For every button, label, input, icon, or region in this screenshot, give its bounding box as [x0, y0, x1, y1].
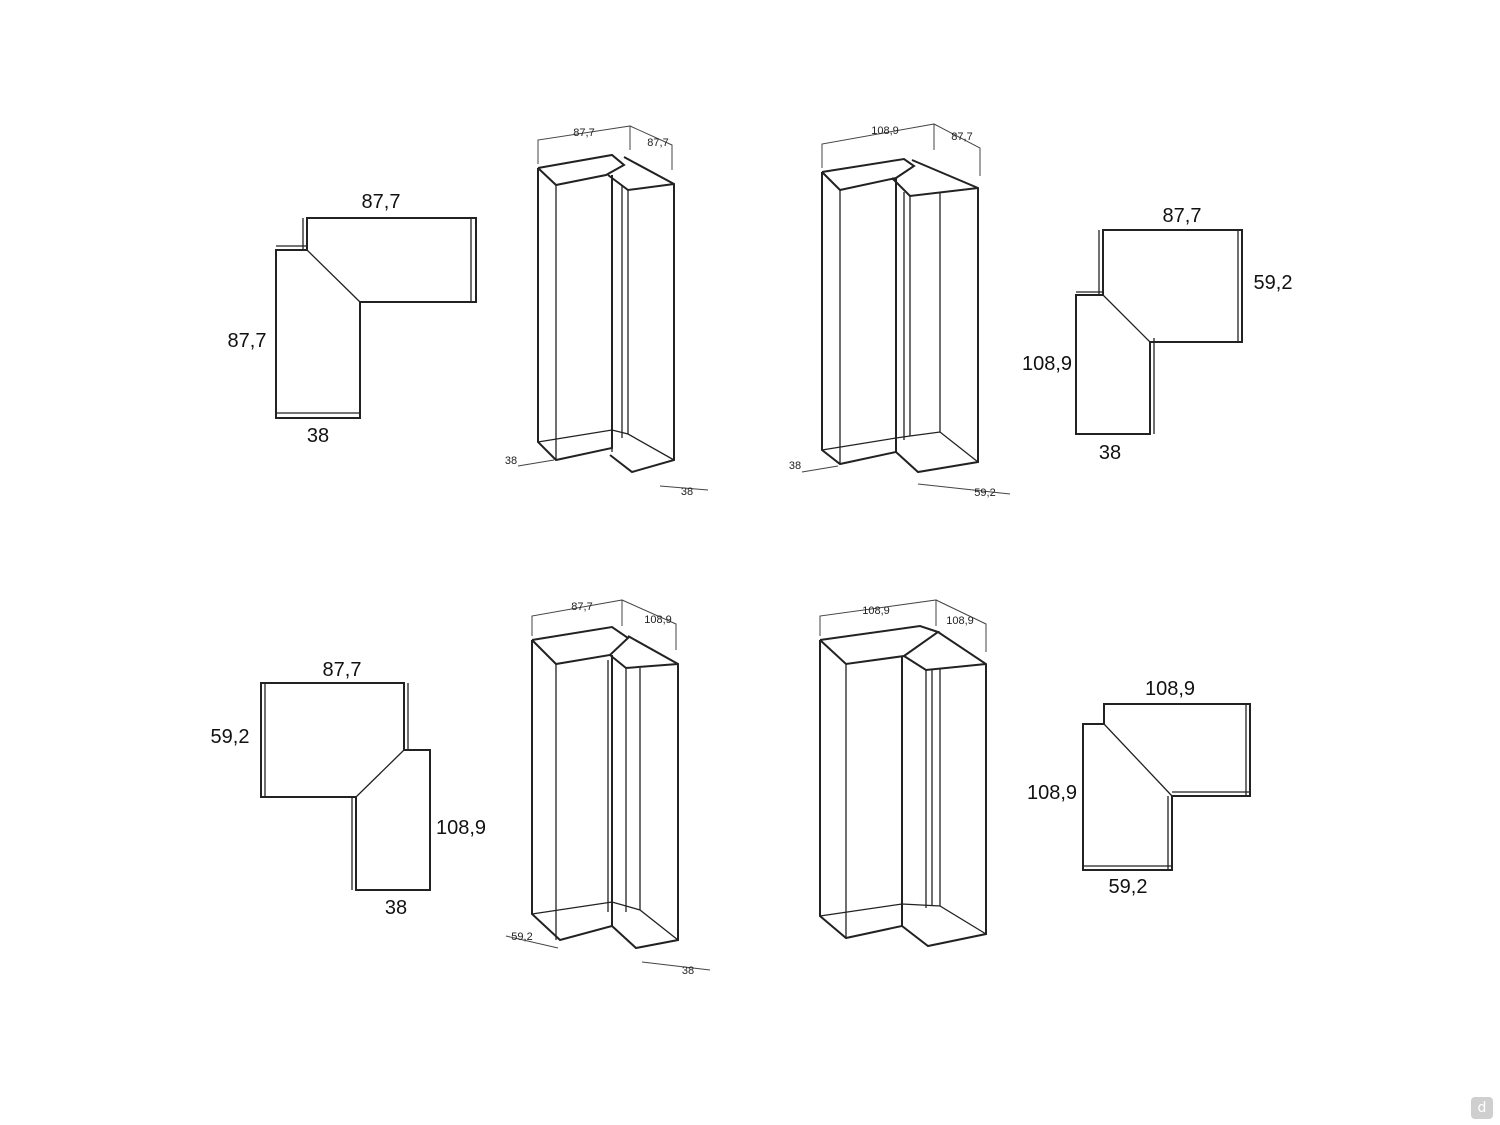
iso-label-left: 38 [505, 455, 517, 467]
iso-label-depth: 87,7 [647, 137, 668, 149]
iso-label-right: 38 [681, 486, 693, 498]
plan-label-width: 87,7 [362, 191, 401, 213]
iso-label-width: 108,9 [871, 125, 899, 137]
isometric-view-1: 87,7 87,7 38 38 [505, 125, 709, 498]
plan-label-side: 108,9 [1022, 353, 1072, 375]
plan-view-3: 87,7 59,2 108,9 38 [211, 659, 487, 919]
plan-label-width: 87,7 [1163, 205, 1202, 227]
iso-label-width: 108,9 [862, 605, 890, 617]
d-logo-icon: d [1471, 1097, 1493, 1119]
iso-label-width: 87,7 [571, 601, 592, 613]
plan-view-1: 87,7 87,7 38 [228, 191, 477, 447]
plan-label-width: 108,9 [1145, 678, 1195, 700]
iso-label-left: 59,2 [511, 931, 532, 943]
plan-label-depth: 59,2 [211, 726, 250, 748]
isometric-view-2: 108,9 87,7 38 59,2 [789, 123, 1011, 499]
plan-label-bottom: 38 [385, 897, 407, 919]
plan-label-width: 87,7 [323, 659, 362, 681]
iso-label-depth: 108,9 [946, 615, 974, 627]
plan-label-bottom: 59,2 [1109, 876, 1148, 898]
iso-label-right: 38 [682, 965, 694, 977]
iso-label-depth: 87,7 [951, 131, 972, 143]
iso-label-left: 38 [789, 460, 801, 472]
plan-label-depth: 108,9 [1027, 782, 1077, 804]
plan-label-bottom: 38 [1099, 442, 1121, 464]
plan-view-4: 108,9 108,9 59,2 [1027, 678, 1251, 898]
isometric-view-3: 87,7 108,9 59,2 38 [505, 599, 711, 977]
iso-label-depth: 108,9 [644, 614, 672, 626]
iso-label-right: 59,2 [974, 487, 995, 499]
plan-label-side: 38 [307, 425, 329, 447]
plan-label-depth: 59,2 [1254, 272, 1293, 294]
plan-view-2: 87,7 59,2 108,9 38 [1022, 205, 1293, 464]
iso-label-width: 87,7 [573, 127, 594, 139]
plan-label-side: 108,9 [436, 817, 486, 839]
plan-label-depth: 87,7 [228, 330, 267, 352]
isometric-view-4: 108,9 108,9 [819, 599, 987, 948]
